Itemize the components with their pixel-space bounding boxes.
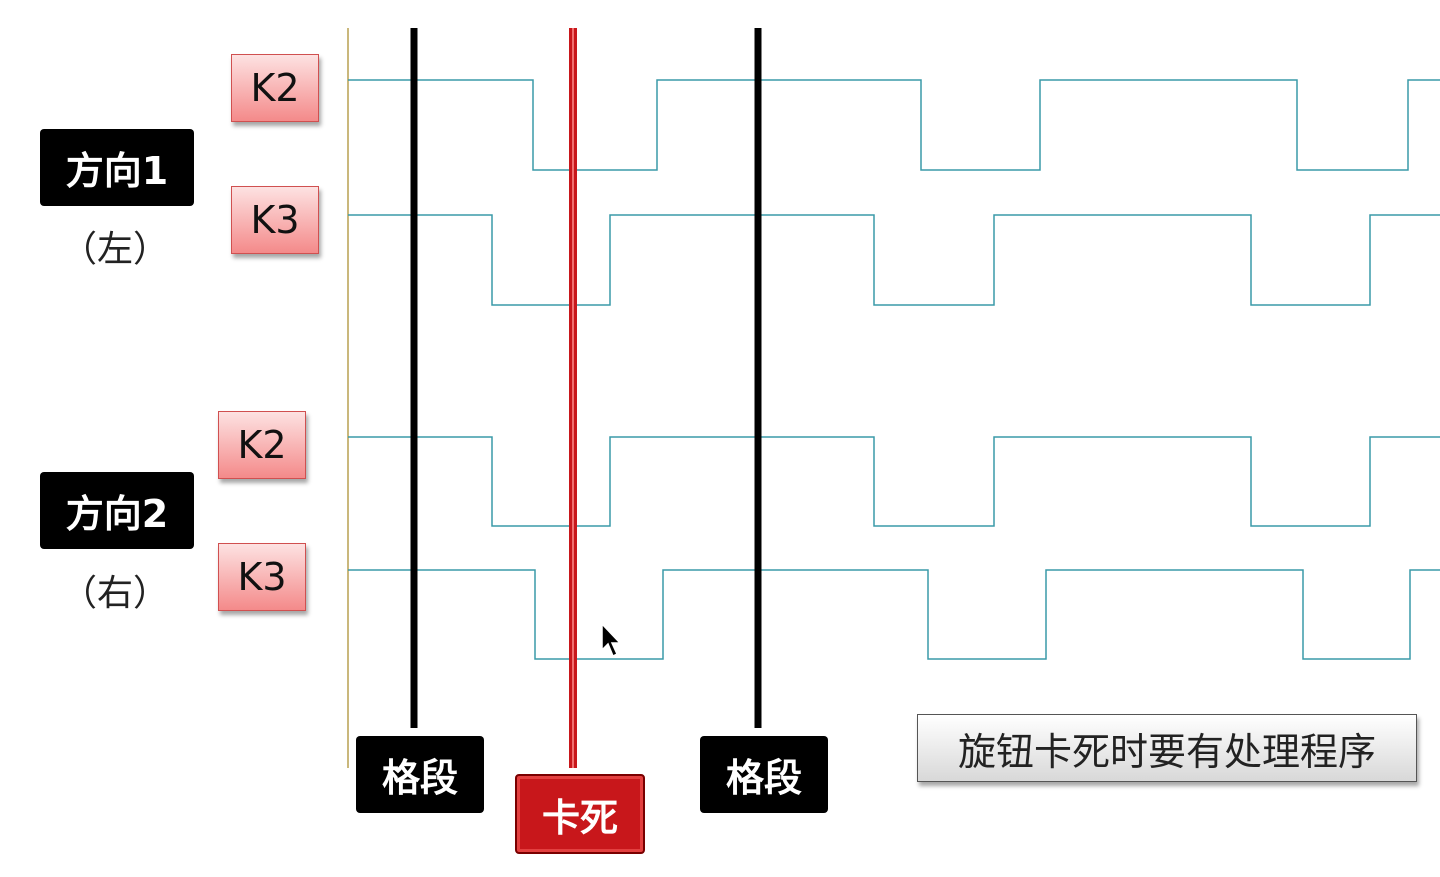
direction1-sub: （左） [60, 229, 169, 270]
arrow-cursor-icon [601, 622, 622, 658]
waveform-dir2-k2 [348, 436, 1440, 527]
segment-label-right: 格段 [700, 736, 828, 813]
direction2-label: 方向2 [40, 472, 194, 549]
stuck-label: 卡死 [515, 774, 645, 854]
note-box: 旋钮卡死时要有处理程序 [917, 714, 1417, 782]
direction2-k2-label: K2 [218, 411, 306, 479]
direction1-k3-label: K3 [231, 186, 319, 254]
waveform-dir2-k3 [348, 569, 1440, 660]
waveform-dir1-k3 [348, 214, 1440, 306]
direction1-k2-label: K2 [231, 54, 319, 122]
segment-label-left: 格段 [356, 736, 484, 813]
direction2-sub: （右） [60, 573, 169, 614]
waveform-dir1-k2 [348, 79, 1440, 171]
direction1-label: 方向1 [40, 129, 194, 206]
direction2-k3-label: K3 [218, 543, 306, 611]
